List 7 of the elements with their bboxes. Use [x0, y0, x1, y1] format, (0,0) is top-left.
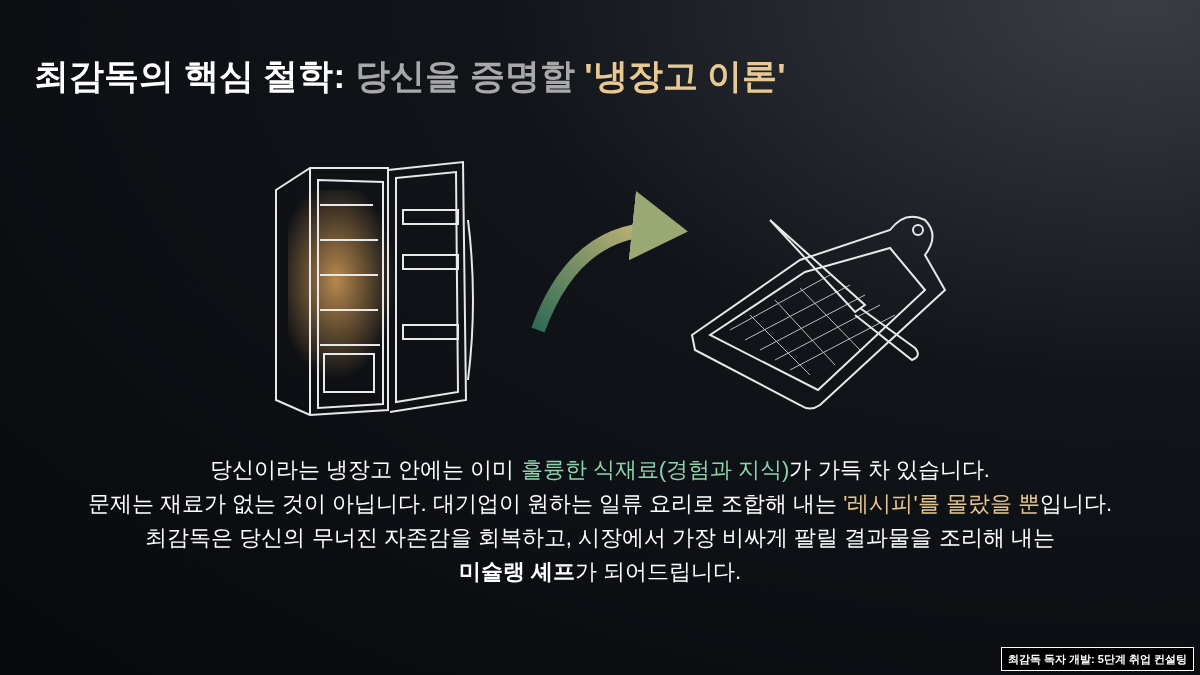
footer-tag: 최감독 독자 개발: 5단계 취업 컨설팅 [1000, 646, 1194, 671]
body-text: 최감독은 당신의 무너진 자존감을 회복하고, 시장에서 가장 비싸게 팔릴 결과물을 조리해 내는 [145, 524, 1055, 552]
curved-arrow [531, 192, 688, 333]
body-text: 문제는 재료가 없는 것이 아닙니다. 대기업이 원하는 일류 요리로 조합해 내는 '레시피'를 몰랐을 뿐입니다. [87, 490, 1113, 518]
body-text: 미슐랭 셰프가 되어드립니다. [458, 558, 742, 586]
title: 최감독의 핵심 철학: 당신을 증명할 '냉장고 이론' [34, 55, 786, 97]
body-text: 당신이라는 냉장고 안에는 이미 훌륭한 식재료(경험과 지식)가 가득 차 있습니다. [210, 456, 990, 484]
